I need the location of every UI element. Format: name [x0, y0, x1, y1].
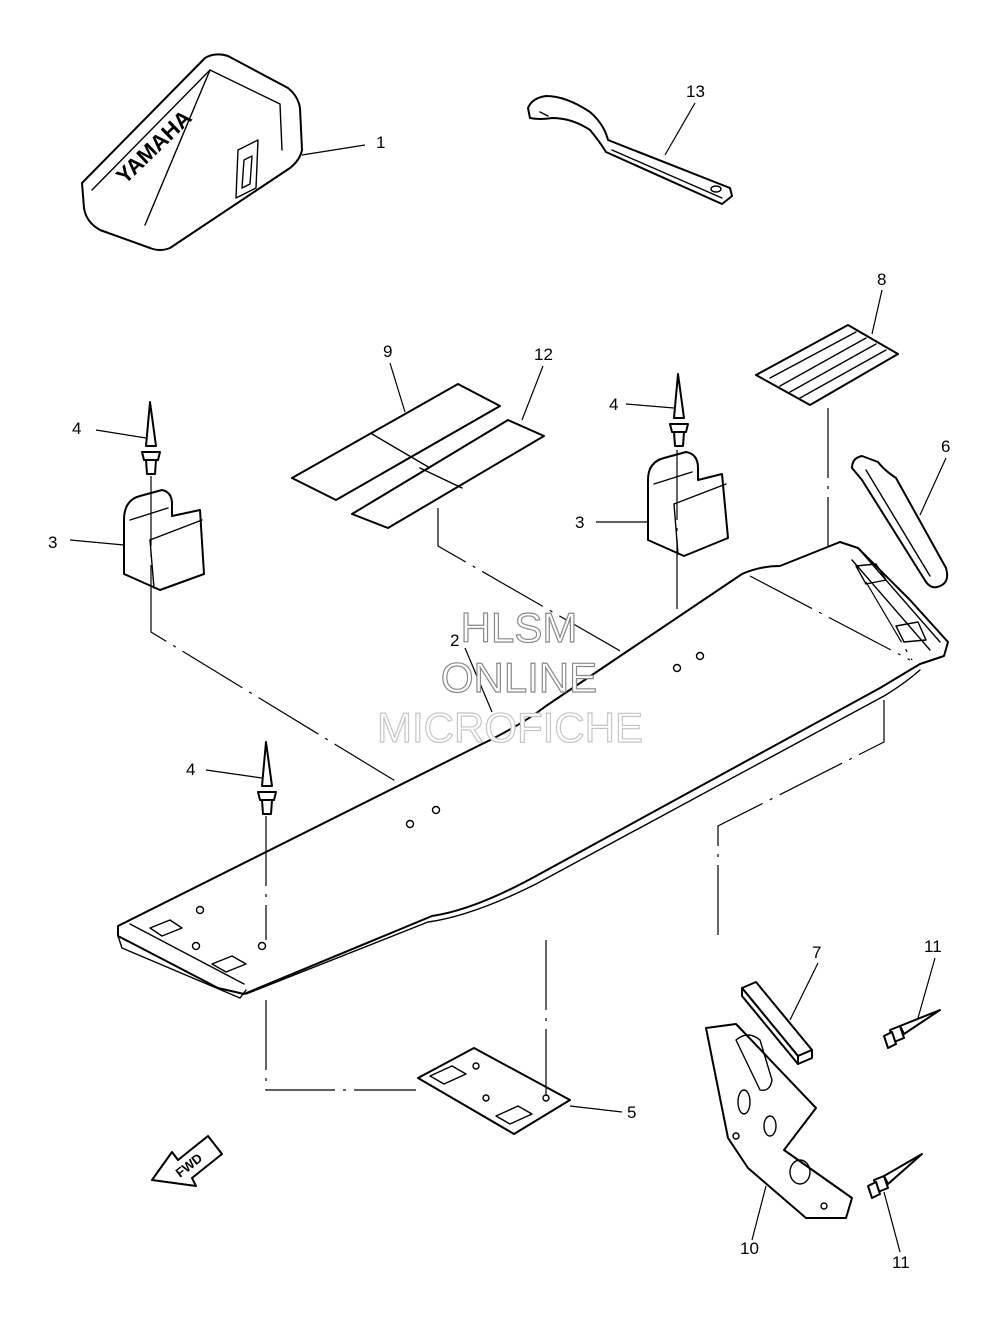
part-12-decal[interactable] [351, 419, 545, 529]
part-10-gasket[interactable] [705, 1023, 853, 1219]
part-13-hook-spanner[interactable] [527, 95, 733, 205]
part-8-pad[interactable] [755, 324, 899, 406]
callout-4-bottom: 4 [186, 760, 195, 779]
callout-1: 1 [376, 133, 385, 152]
callout-8: 8 [877, 270, 886, 289]
part-4-pin-right[interactable] [669, 373, 689, 447]
part-11-rivet-upper[interactable] [883, 1009, 941, 1049]
watermark-line-2: ONLINE [441, 654, 597, 701]
part-1-cover[interactable]: YAMAHA [81, 53, 303, 251]
part-4-pin-left[interactable] [141, 401, 161, 475]
callout-11-lower: 11 [892, 1253, 910, 1272]
forward-direction-arrow-icon: FWD [151, 1135, 223, 1187]
callout-3-right: 3 [575, 513, 584, 532]
part-3-bracket-left[interactable] [123, 489, 205, 591]
watermark: HLSM ONLINE MICROFICHE [376, 603, 643, 751]
watermark-line-1: HLSM [461, 604, 578, 651]
part-9-decal[interactable] [291, 383, 501, 501]
callout-9: 9 [383, 342, 392, 361]
callout-3-left: 3 [48, 533, 57, 552]
callout-11-upper: 11 [924, 937, 942, 956]
callout-12: 12 [534, 345, 553, 364]
part-11-rivet-lower[interactable] [867, 1153, 923, 1199]
callout-13: 13 [686, 82, 705, 101]
part-5-plate[interactable] [417, 1047, 571, 1135]
callout-4-right: 4 [609, 395, 618, 414]
part-4-pin-bottom[interactable] [257, 741, 277, 815]
callout-4-left: 4 [72, 419, 81, 438]
watermark-line-3: MICROFICHE [377, 704, 643, 751]
callout-7: 7 [812, 943, 821, 962]
callout-6: 6 [941, 437, 950, 456]
part-6-clip[interactable] [851, 455, 949, 589]
part-3-bracket-right[interactable] [647, 451, 729, 557]
part-7-block[interactable] [741, 981, 813, 1065]
callout-5: 5 [627, 1103, 636, 1122]
callout-10: 10 [740, 1239, 759, 1258]
part-2-main-plate[interactable] [117, 541, 949, 999]
callout-2: 2 [450, 631, 459, 650]
